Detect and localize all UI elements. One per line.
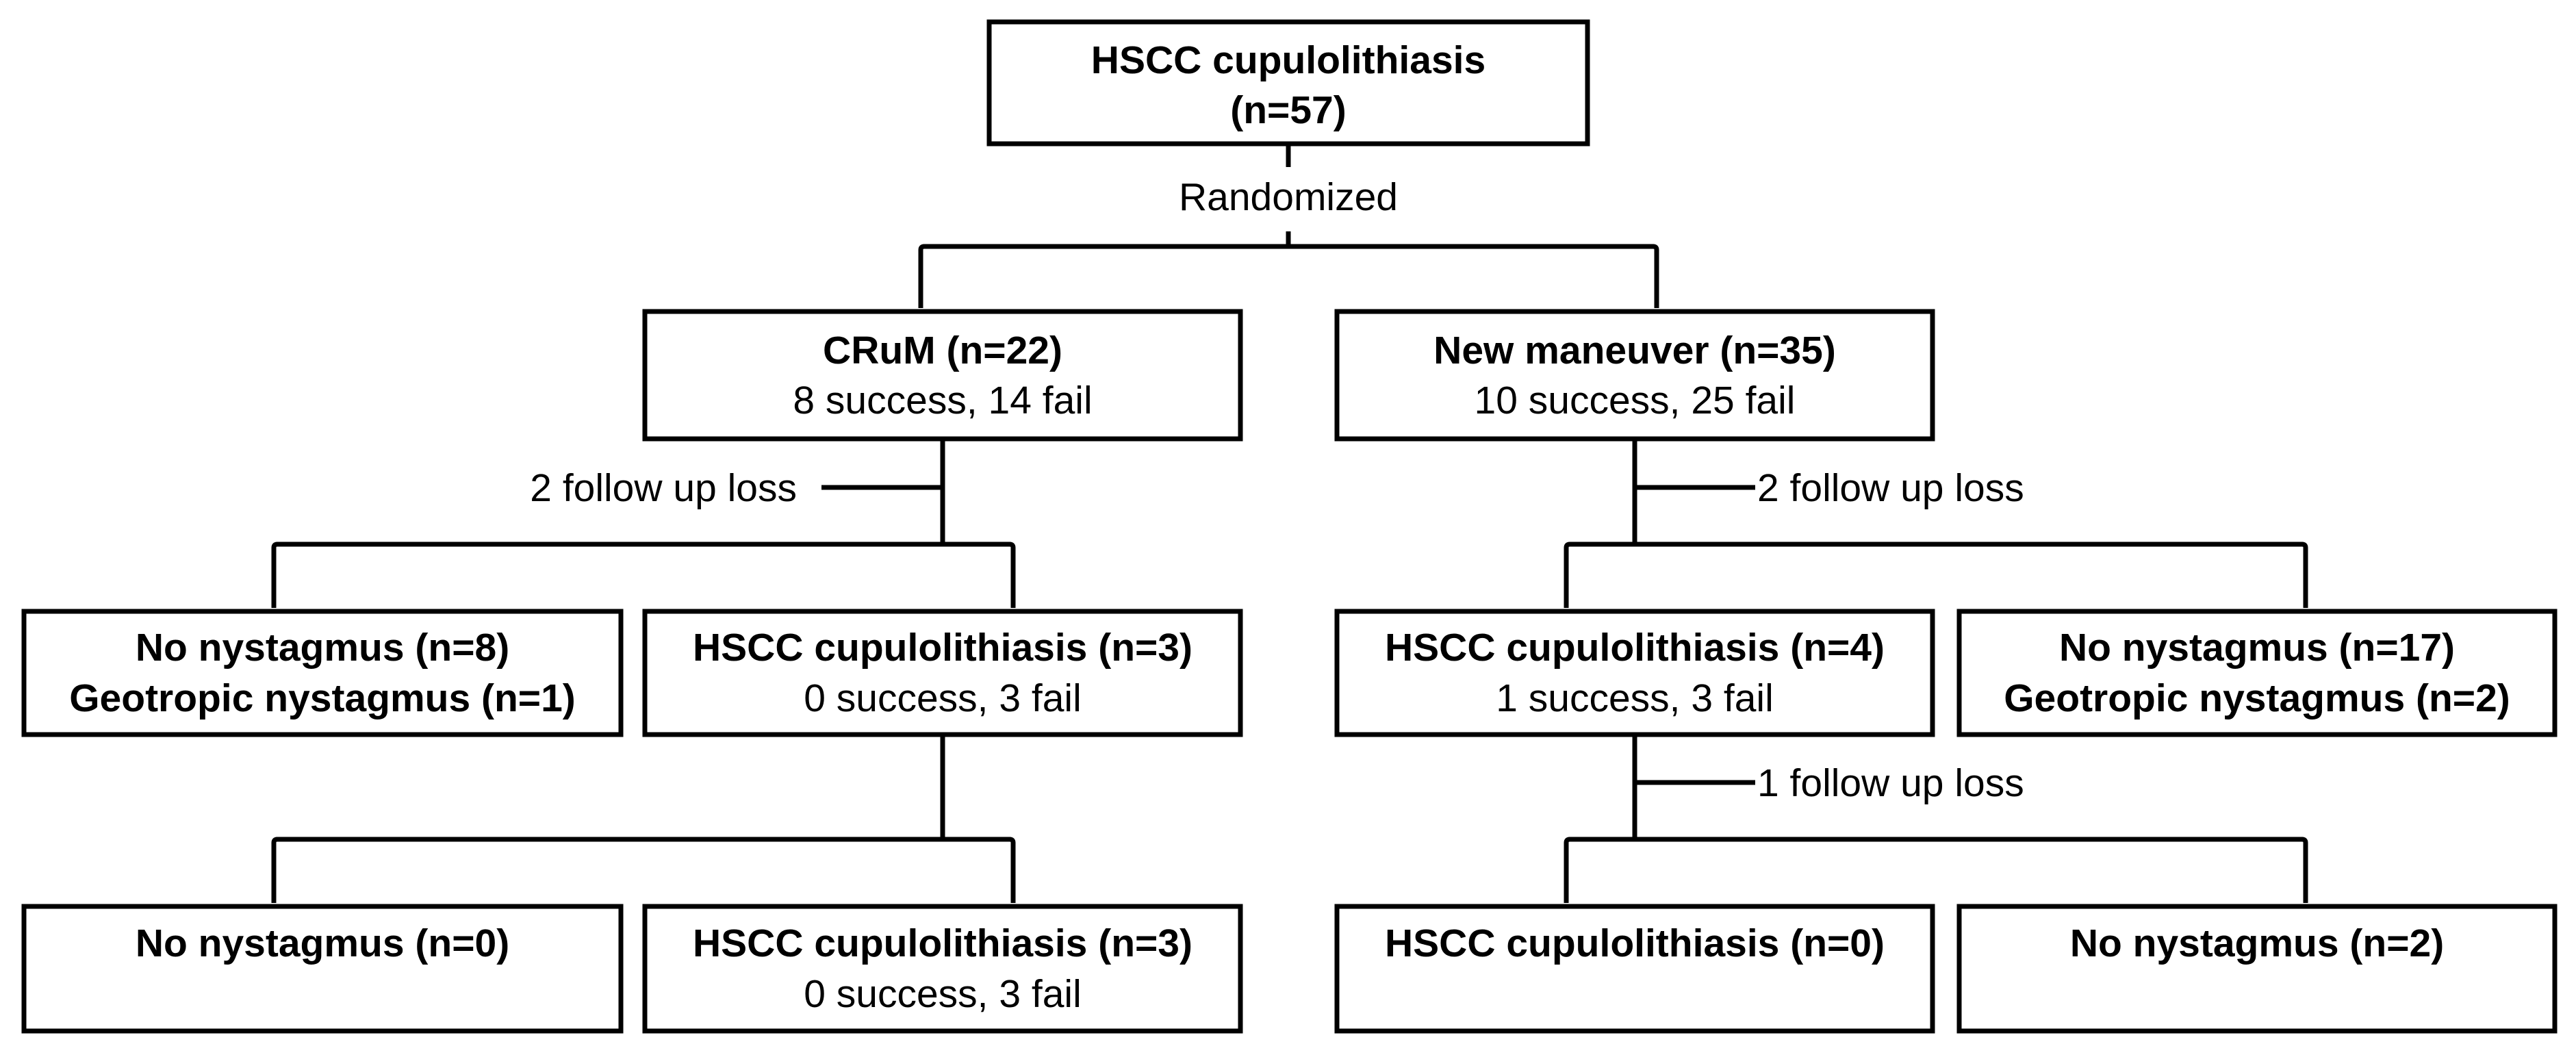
crum-final-split-connector xyxy=(271,837,1016,903)
crum-result: 8 success, 14 fail xyxy=(793,379,1092,422)
new-hscc-title: HSCC cupulolithiasis (n=4) xyxy=(1385,626,1885,670)
randomized-split-connector xyxy=(918,244,1659,308)
new-maneuver-result: 10 success, 25 fail xyxy=(1475,379,1796,422)
new-final-no-nystagmus-box: No nystagmus (n=2) xyxy=(1956,904,2558,1034)
new-no-nystagmus-title: No nystagmus (n=17) xyxy=(2059,626,2455,670)
crum-final-no-nystagmus-box: No nystagmus (n=0) xyxy=(21,904,624,1034)
connectors xyxy=(271,144,2308,903)
crum-final-hscc-title: HSCC cupulolithiasis (n=3) xyxy=(693,921,1193,965)
new-hscc-result: 1 success, 3 fail xyxy=(1496,676,1774,720)
new-final-hscc-box: HSCC cupulolithiasis (n=0) xyxy=(1334,904,1935,1034)
root-box: HSCC cupulolithiasis (n=57) xyxy=(986,19,1590,147)
new-split-connector xyxy=(1564,542,2308,608)
new-follow-up-loss-label: 2 follow up loss xyxy=(1757,466,2024,510)
crum-no-nystagmus-title: No nystagmus (n=8) xyxy=(136,626,509,670)
new-final-hscc-title: HSCC cupulolithiasis (n=0) xyxy=(1385,921,1885,965)
crum-final-hscc-result: 0 success, 3 fail xyxy=(804,972,1082,1016)
crum-hscc-result: 0 success, 3 fail xyxy=(804,676,1082,720)
crum-hscc-title: HSCC cupulolithiasis (n=3) xyxy=(693,626,1193,670)
crum-title: CRuM (n=22) xyxy=(823,329,1062,372)
new-geotropic-title: Geotropic nystagmus (n=2) xyxy=(2004,676,2510,720)
crum-split-connector xyxy=(271,542,1016,608)
new-no-nystagmus-box: No nystagmus (n=17) Geotropic nystagmus … xyxy=(1956,609,2558,737)
root-count: (n=57) xyxy=(1230,88,1346,132)
new-maneuver-title: New maneuver (n=35) xyxy=(1433,329,1836,372)
new-hscc-box: HSCC cupulolithiasis (n=4) 1 success, 3 … xyxy=(1334,609,1935,737)
new-second-follow-up-loss-label: 1 follow up loss xyxy=(1757,761,2024,805)
crum-box: CRuM (n=22) 8 success, 14 fail xyxy=(642,309,1243,442)
new-maneuver-box: New maneuver (n=35) 10 success, 25 fail xyxy=(1334,309,1935,442)
crum-no-nystagmus-box: No nystagmus (n=8) Geotropic nystagmus (… xyxy=(21,609,624,737)
root-title: HSCC cupulolithiasis xyxy=(1091,38,1485,82)
crum-follow-up-loss-label: 2 follow up loss xyxy=(530,466,797,510)
new-final-split-connector xyxy=(1564,837,2308,903)
crum-geotropic-title: Geotropic nystagmus (n=1) xyxy=(69,676,576,720)
new-final-no-nystagmus-title: No nystagmus (n=2) xyxy=(2070,921,2444,965)
crum-final-hscc-box: HSCC cupulolithiasis (n=3) 0 success, 3 … xyxy=(642,904,1243,1034)
crum-final-no-nystagmus-title: No nystagmus (n=0) xyxy=(136,921,509,965)
randomized-label: Randomized xyxy=(1179,175,1398,219)
crum-hscc-box: HSCC cupulolithiasis (n=3) 0 success, 3 … xyxy=(642,609,1243,737)
